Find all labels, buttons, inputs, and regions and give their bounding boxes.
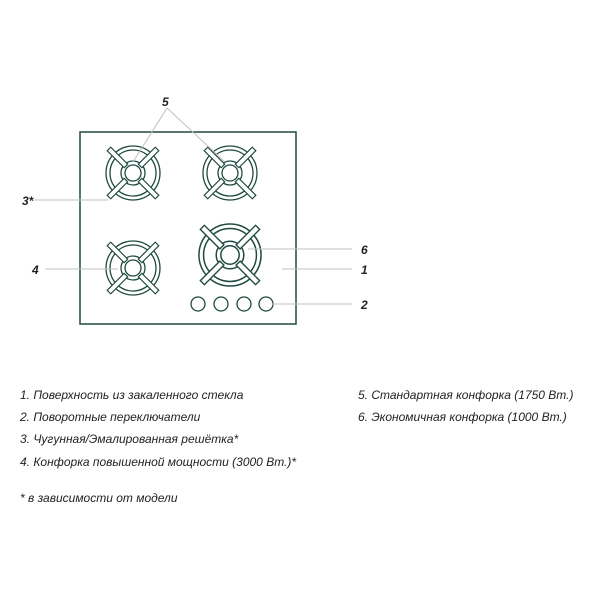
- callout-4: 4: [31, 263, 39, 277]
- knob-2: [213, 296, 229, 312]
- knob-4: [258, 296, 274, 312]
- legend-item-4: 4. Конфорка повышенной мощности (3000 Вт…: [20, 455, 297, 469]
- legend-item-2: 2. Поворотные переключатели: [20, 410, 201, 424]
- knob-3: [236, 296, 252, 312]
- callout-3: 3*: [22, 194, 35, 208]
- hob-surface: [79, 131, 297, 325]
- callout-5: 5: [162, 95, 169, 109]
- hob-diagram: 5 3* 4 6 1 2: [22, 95, 368, 325]
- callout-6: 6: [361, 243, 368, 257]
- legend-item-3: 3. Чугунная/Эмалированная решётка*: [20, 432, 239, 446]
- callout-1: 1: [361, 263, 368, 277]
- legend-item-6: 6. Экономичная конфорка (1000 Вт.): [358, 410, 567, 424]
- leader-5b: [166, 107, 226, 163]
- leader-5a: [132, 107, 168, 163]
- callout-2: 2: [360, 298, 368, 312]
- legend-footnote: * в зависимости от модели: [20, 491, 178, 505]
- legend-item-5: 5. Стандартная конфорка (1750 Вт.): [358, 388, 574, 402]
- legend-item-1: 1. Поверхность из закаленного стекла: [20, 388, 244, 402]
- knob-1: [190, 296, 206, 312]
